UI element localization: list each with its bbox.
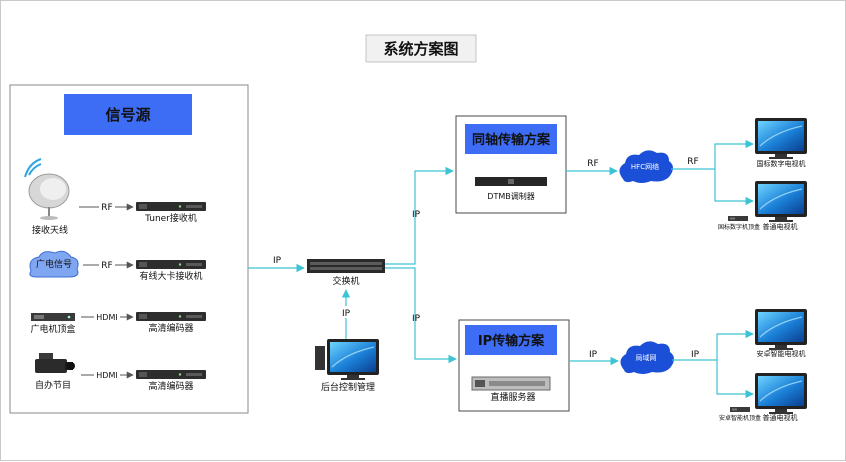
source-device-label: 广电信号 xyxy=(36,258,72,270)
control-link-label: IP xyxy=(342,309,351,319)
ip-terminal-branch-line xyxy=(716,360,754,399)
source-device-label: 自办节目 xyxy=(35,379,71,391)
source-link-label: RF xyxy=(101,203,112,213)
hfc-network-cloud-icon xyxy=(619,150,673,183)
source-receiver-label: Tuner接收机 xyxy=(144,212,197,224)
set-top-box-icon xyxy=(728,216,748,221)
source-link-label: HDMI xyxy=(96,313,117,322)
diagram-title: 系统方案图 xyxy=(383,40,458,58)
cable-signal-cloud-icon xyxy=(29,250,79,278)
coax-terminal-label: 国标数字电视机 xyxy=(757,159,806,168)
hd-encoder-icon xyxy=(136,312,206,321)
title-box xyxy=(365,34,477,63)
smart-tv-icon xyxy=(754,308,808,351)
ip-link2-label: IP xyxy=(691,350,700,360)
source-panel-header-text: 信号源 xyxy=(105,106,150,124)
source-link-label: RF xyxy=(101,261,112,271)
control-label: 后台控制管理 xyxy=(321,381,375,393)
switch-to-coax-line xyxy=(385,166,454,265)
lan-cloud-label: 局域网 xyxy=(636,353,657,362)
coax-terminal-stb-label: 国标数字机顶盒 xyxy=(718,223,760,231)
source-panel-header xyxy=(64,94,192,135)
tuner-receiver-icon xyxy=(136,202,206,211)
ordinary-tv-icon xyxy=(754,372,808,415)
source-link-label: HDMI xyxy=(96,371,117,380)
source-receiver-label: 高清编码器 xyxy=(148,380,193,392)
hd-encoder-icon xyxy=(136,370,206,379)
coax-device-label: DTMB调制器 xyxy=(487,191,534,201)
set-top-box-icon xyxy=(730,407,750,412)
source-device-label: 接收天线 xyxy=(32,224,68,236)
coax-uplink-label: IP xyxy=(412,210,421,220)
video-camera-icon xyxy=(35,353,75,373)
coax-panel-header-text: 同轴传输方案 xyxy=(472,132,551,148)
ip-device-label: 直播服务器 xyxy=(490,391,535,403)
source-receiver-label: 有线大卡接收机 xyxy=(139,270,202,282)
dtmb-modulator-icon xyxy=(475,177,547,186)
coax-link1-label: RF xyxy=(587,159,598,169)
ip-link1-label: IP xyxy=(589,350,598,360)
cable-card-receiver-icon xyxy=(136,260,206,269)
satellite-dish-icon xyxy=(24,158,70,220)
ip-terminal-label: 普通电视机 xyxy=(763,413,798,422)
coax-terminal-branch-line xyxy=(714,139,754,169)
lan-cloud-icon xyxy=(620,341,674,374)
switch-label: 交换机 xyxy=(332,275,359,287)
digital-tv-icon xyxy=(754,117,808,160)
coax-panel-header xyxy=(465,124,557,154)
ip-terminal-stb-label: 安卓智能机顶盒 xyxy=(719,414,761,422)
ip-panel-header-text: IP传输方案 xyxy=(478,333,545,349)
hfc-cloud-label: HFC网络 xyxy=(631,162,659,171)
source-receiver-label: 高清编码器 xyxy=(148,322,193,334)
coax-terminal-label: 普通电视机 xyxy=(763,222,798,231)
ip-terminal-label: 安卓智能电视机 xyxy=(757,349,806,358)
ordinary-tv-icon xyxy=(754,180,808,223)
source-device-label: 广电机顶盒 xyxy=(30,323,75,335)
coax-link2-label: RF xyxy=(687,157,698,167)
switch-to-ip-line xyxy=(385,267,457,364)
streaming-server-icon xyxy=(471,376,551,391)
network-switch-icon xyxy=(307,259,385,273)
ip-terminal-branch-line xyxy=(716,329,754,360)
coax-terminal-branch-line xyxy=(714,169,754,206)
ip-downlink-label: IP xyxy=(412,314,421,324)
set-top-box-icon xyxy=(31,313,75,321)
control-computer-icon xyxy=(315,338,380,381)
ip-panel-header xyxy=(465,325,557,355)
switch-in-link-label: IP xyxy=(273,256,282,266)
